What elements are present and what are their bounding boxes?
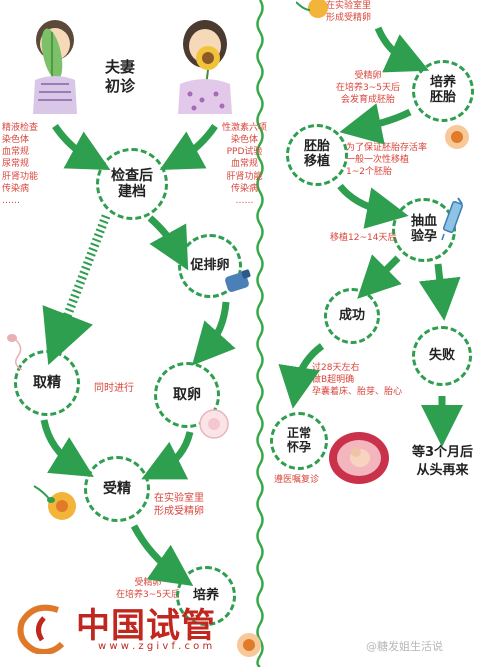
wife-figure-icon [178,20,232,114]
embryo-transfer-node: 胚胎 移植 [286,124,348,186]
wife-tests-list: 性激素六项 染色体 PPD试验 血常规 肝肾功能 传染病 …… [222,123,268,206]
fertilization-note: 在实验室里 形成受精卵 [154,493,204,517]
simultaneous-note: 同时进行 [94,383,134,394]
success-node: 成功 [324,288,380,344]
fertilization-node: 受精 [84,456,150,522]
left-flow-arrows [40,123,236,586]
top-fertilization-note: 在实验室里 形成受精卵 [326,1,372,24]
husband-tests-list: 精液检查 染色体 血常规 尿常规 肝肾功能 传染病 …… [2,123,39,206]
top-fertilized-egg-icon [296,0,328,18]
syringe-icon [441,197,464,241]
retry-note: 等3个月后 从头再来 [412,445,474,478]
followup-note: 遵医嘱复诊 [274,475,320,485]
watermark-url: w w w . z g i v f . c o m [98,641,213,652]
embryo-cell-icon [445,125,469,149]
normal-pregnancy-node: 正常 怀孕 [270,412,328,470]
watermark-logo: 中国试管 [76,606,216,646]
egg-cell-icon [199,409,229,439]
transfer-note: 为了保证胚胎存活率 一般一次性移植 1~2个胚胎 [346,143,428,178]
couple-first-visit-label: 夫妻 初诊 [105,58,136,95]
blood-pregnancy-test-node: 抽血 验孕 [392,198,456,262]
center-divider [256,0,264,667]
checkup-filing-node: 检查后 建档 [96,148,168,220]
sperm-icon [7,334,23,370]
fetus-in-womb-icon [329,432,389,484]
ultrasound-note: 过28天左右 做B超明确 孕囊着床、胎芽、胎心 [312,363,403,398]
logo-mark-icon [17,604,65,654]
right-flow-arrows [278,26,463,447]
culture-note: 受精卵 在培养3~5天后 会发育成胚胎 [336,71,400,106]
egg-retrieval-node: 取卵 [154,362,220,428]
husband-figure-icon [33,20,77,114]
culture-embryo-node: 培养 胚胎 [412,60,474,122]
culture-node-partial: 培养 [176,566,236,626]
bottom-embryo-icon [237,633,261,657]
fail-node: 失败 [412,326,472,386]
source-watermark: @糖发姐生活说 [366,640,443,653]
medicine-bottle-icon [225,269,251,292]
days-after-transfer-note: 移植12~14天后 [330,233,397,243]
fertilized-egg-icon [33,485,76,520]
